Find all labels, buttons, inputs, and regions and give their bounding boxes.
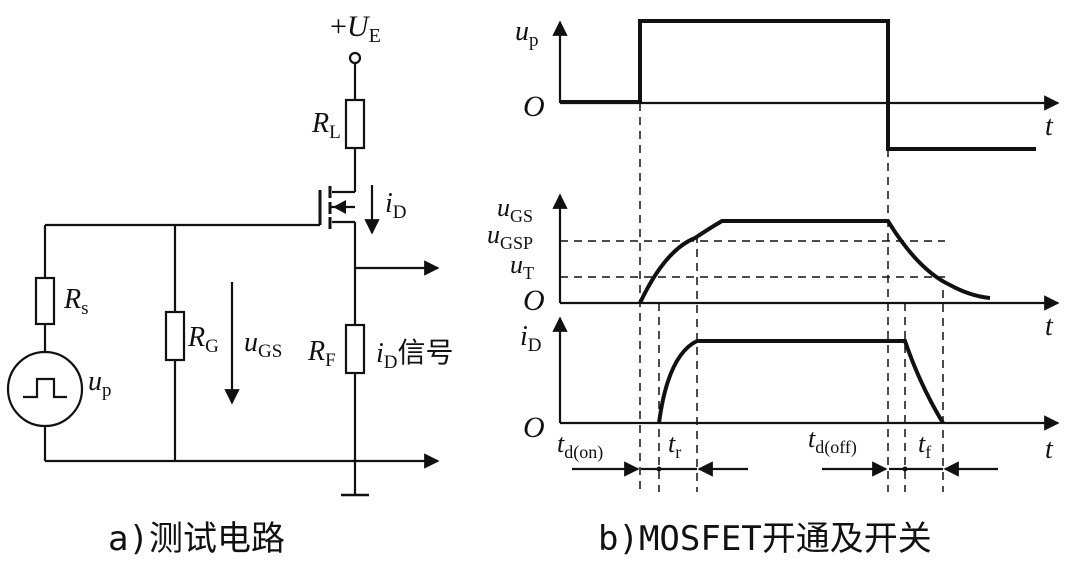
t-label-2: t <box>1045 311 1054 342</box>
rl-label: RL <box>311 108 341 143</box>
up-label: up <box>88 366 112 401</box>
origin-3: O <box>523 411 545 444</box>
t-label-1: t <box>1045 111 1054 142</box>
caption-b: b)MOSFET开通及开关 <box>598 519 932 559</box>
id-axis-label: iD <box>520 321 542 356</box>
rg-label: RG <box>187 322 219 357</box>
ugs-waveform <box>638 219 991 304</box>
pulse-icon <box>23 377 67 399</box>
pulse-source <box>6 350 84 428</box>
ugsp-label: uGSP <box>487 220 533 253</box>
resistor-rs <box>34 276 56 326</box>
timing-guides <box>639 103 944 492</box>
rs-label: Rs <box>63 284 89 319</box>
up-waveform <box>560 19 1036 151</box>
id-waveform <box>657 339 945 425</box>
tr-label: tr <box>668 429 681 462</box>
ugs-axis-label: uGS <box>497 193 533 226</box>
resistor-rg <box>164 310 186 362</box>
origin-1: O <box>523 90 545 123</box>
resistor-rf <box>344 323 366 375</box>
resistor-rl <box>344 98 366 150</box>
t-label-3: t <box>1045 434 1054 465</box>
interval-markers <box>572 461 998 477</box>
test-circuit: +UE RL iD RF iD信号 <box>6 10 454 559</box>
caption-a: a)测试电路 <box>108 519 285 559</box>
ugs-label: uGS <box>244 327 282 362</box>
supply-terminal <box>348 51 362 65</box>
mosfet-symbol <box>45 186 357 268</box>
id-signal-label: iD信号 <box>376 337 454 373</box>
id-arrow-label: iD <box>385 188 407 223</box>
tf-label: tf <box>918 429 931 462</box>
td-on-label: td(on) <box>557 429 603 463</box>
ut-label: uT <box>510 250 534 283</box>
up-axis-label: up <box>515 16 539 51</box>
td-off-label: td(off) <box>808 424 857 458</box>
rf-label: RF <box>307 336 336 371</box>
timing-diagram: up O t uGS uGSP uT O t iD O t <box>487 16 1060 559</box>
origin-2: O <box>523 284 545 317</box>
supply-label: +UE <box>330 10 381 47</box>
